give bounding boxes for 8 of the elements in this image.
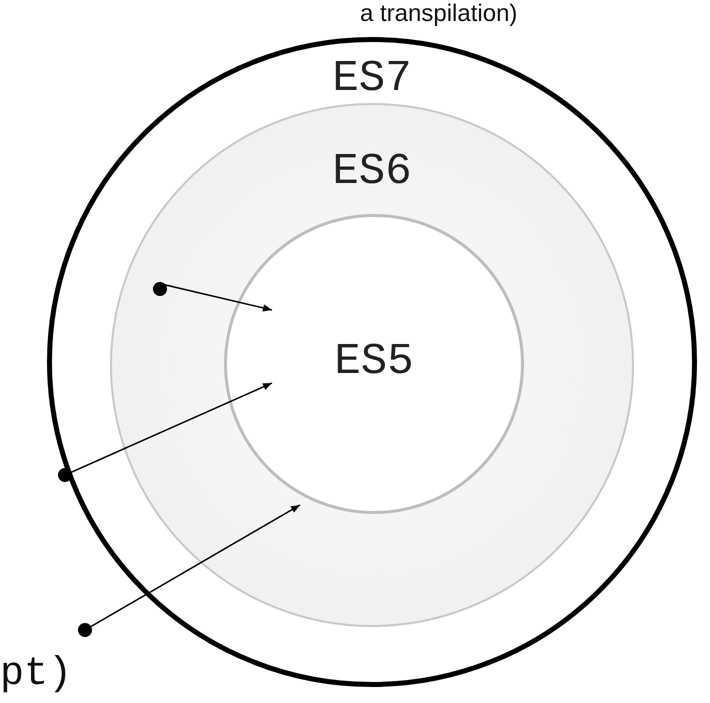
dot-marker [153,282,167,296]
version-label: ES7 [331,54,413,104]
caption-fragment: pt) [0,652,72,697]
version-label: ES6 [331,147,413,197]
arrow [90,504,300,628]
caption-fragment: a transpilation) [360,0,518,28]
arrow [71,382,272,473]
version-label: ES5 [333,337,415,387]
